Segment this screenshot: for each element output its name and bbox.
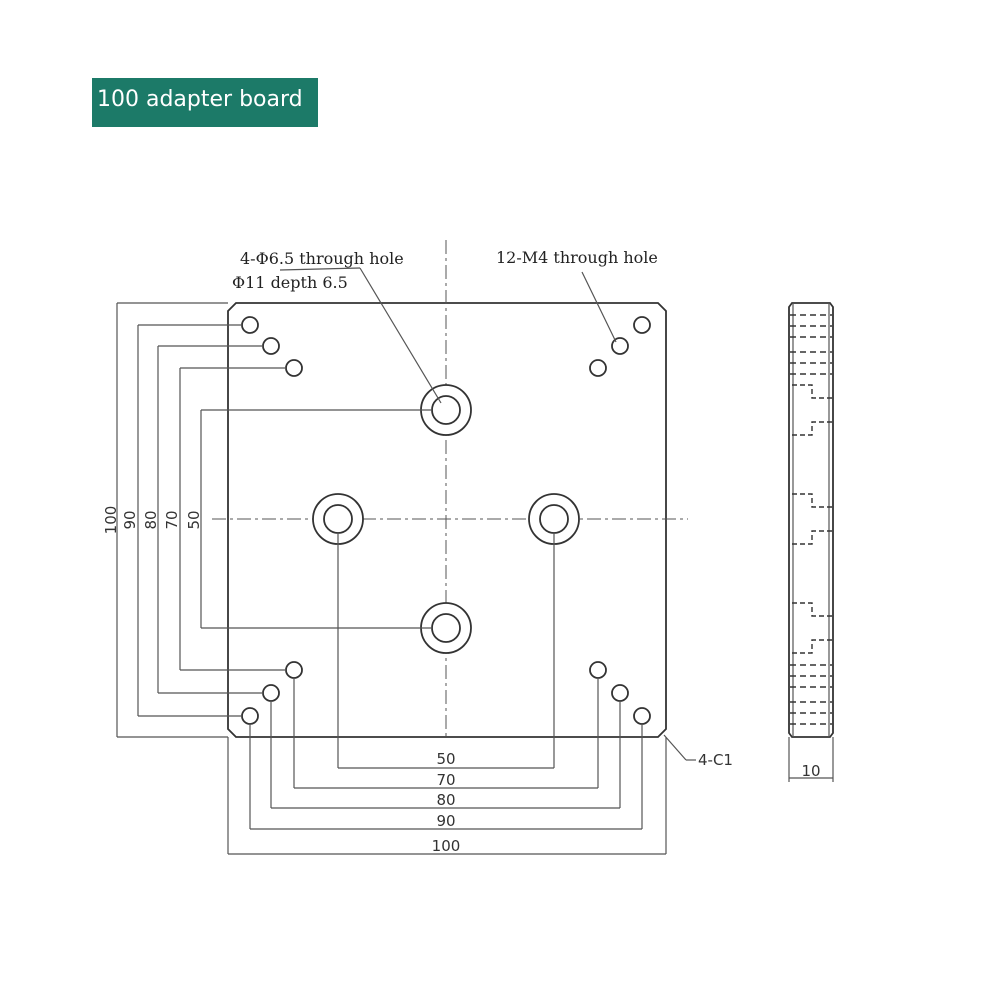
horizontal-dim-label-80: 80 — [436, 791, 455, 809]
callout-underline — [279, 267, 361, 271]
m4-hole — [589, 661, 607, 679]
thickness-dimension — [788, 737, 834, 782]
m4-hole — [589, 359, 607, 377]
horizontal-dim-label-50: 50 — [436, 750, 455, 768]
vertical-dimension-90 — [137, 324, 242, 717]
vertical-dimension-70 — [179, 367, 286, 671]
vertical-dimension-80 — [157, 345, 263, 694]
counterbore-callout: Φ11 depth 6.5 — [232, 273, 348, 292]
thickness-dim-label: 10 — [801, 762, 820, 780]
counterbore-hole-bottom — [420, 602, 472, 654]
horizontal-dimension-70 — [293, 678, 599, 789]
leader-line-large-hole — [359, 267, 442, 404]
plate-outline — [227, 302, 667, 738]
horizontal-dimension-50 — [337, 533, 555, 769]
m4-hole — [285, 661, 303, 679]
side-view — [788, 302, 834, 738]
leader-line-chamfer — [663, 734, 687, 761]
vertical-dim-label-80: 80 — [142, 510, 160, 529]
m4-hole — [262, 684, 280, 702]
m4-hole — [262, 337, 280, 355]
m4-hole — [633, 707, 651, 725]
through-hole-large-callout: 4-Φ6.5 through hole — [240, 249, 404, 268]
title-banner: 100 adapter board — [92, 78, 318, 127]
through-hole-small-callout: 12-M4 through hole — [496, 248, 658, 267]
m4-hole — [611, 337, 629, 355]
m4-hole — [633, 316, 651, 334]
horizontal-dim-label-100: 100 — [432, 837, 461, 855]
title-banner-bg — [92, 78, 318, 127]
page-title: 100 adapter board — [97, 87, 303, 112]
vertical-dim-label-50: 50 — [185, 510, 203, 529]
horizontal-dim-label-90: 90 — [436, 812, 455, 830]
chamfer-callout: 4-C1 — [698, 751, 733, 769]
m4-hole — [241, 707, 259, 725]
counterbore-hole-left — [312, 493, 364, 545]
vertical-dim-label-90: 90 — [121, 510, 139, 529]
horizontal-dimension-80 — [270, 701, 621, 809]
leader-line-small-hole — [581, 271, 617, 343]
horizontal-dim-label-70: 70 — [436, 771, 455, 789]
vertical-dim-label-100: 100 — [102, 506, 120, 535]
m4-hole — [611, 684, 629, 702]
horizontal-dimension-90 — [249, 724, 643, 830]
m4-hole — [241, 316, 259, 334]
vertical-dimension-50 — [200, 409, 432, 629]
vertical-dimension-100 — [116, 302, 228, 738]
vertical-dim-label-70: 70 — [163, 510, 181, 529]
m4-hole — [285, 359, 303, 377]
horizontal-dimension-100 — [227, 737, 667, 855]
